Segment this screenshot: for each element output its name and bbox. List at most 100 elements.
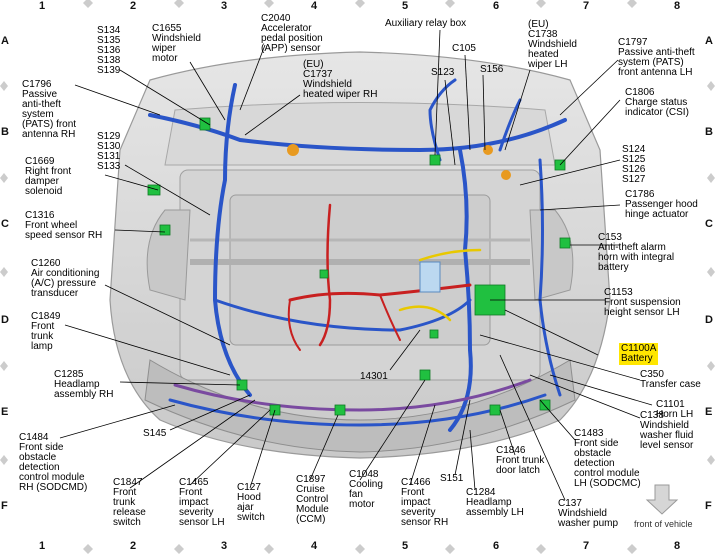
callout-c138: C138 Windshield washer fluid level senso… — [640, 410, 694, 451]
grid-column-3-bottom: 3 — [221, 540, 228, 552]
grid-column-2-bottom: 2 — [130, 540, 137, 552]
front-arrow-icon — [645, 484, 679, 515]
orange-parts — [287, 144, 511, 180]
grid-row-D-right: D — [705, 314, 713, 326]
grid-row-F-right: F — [705, 500, 712, 512]
grid-column-2-top: 2 — [130, 0, 137, 12]
grid-column-6-bottom: 6 — [493, 540, 500, 552]
callout-s129: S129 S130 S131 S133 — [97, 131, 121, 172]
grid-tick — [0, 267, 8, 277]
callout-c127: C127 Hood ajar switch — [237, 482, 265, 523]
grid-row-A-right: A — [705, 35, 713, 47]
callout-s156: S156 — [480, 64, 504, 75]
grid-tick — [707, 267, 715, 277]
grid-column-8-top: 8 — [674, 0, 681, 12]
grid-row-C-right: C — [705, 218, 713, 230]
grid-column-1-bottom: 1 — [39, 540, 46, 552]
callout-c153: C153 Anti-theft alarm horn with integral… — [598, 232, 675, 273]
callout-c350: C350 Transfer case — [640, 369, 701, 390]
callout-c1846: C1846 Front trunk door latch — [496, 445, 545, 476]
callout-c1153: C1153 Front suspension height sensor LH — [604, 287, 681, 318]
grid-column-5-bottom: 5 — [402, 540, 409, 552]
grid-column-7-bottom: 7 — [583, 540, 590, 552]
callout-c105: C105 — [452, 43, 476, 54]
callout-c1797: C1797 Passive anti-theft system (PATS) f… — [618, 37, 695, 78]
grid-tick — [0, 173, 8, 183]
grid-tick — [536, 544, 546, 554]
grid-row-C-left: C — [1, 218, 9, 230]
grid-tick — [707, 173, 715, 183]
callout-s134: S134 S135 S136 S138 S139 — [97, 25, 121, 76]
relay-box — [419, 261, 441, 293]
grid-row-D-left: D — [1, 314, 9, 326]
callout-c1484: C1484 Front side obstacle detection cont… — [19, 432, 88, 493]
grid-row-E-left: E — [1, 406, 9, 418]
grid-column-8-bottom: 8 — [674, 540, 681, 552]
grid-tick — [83, 544, 93, 554]
grid-tick — [707, 455, 715, 465]
grid-tick — [445, 544, 455, 554]
grid-tick — [355, 544, 365, 554]
grid-row-E-right: E — [705, 406, 713, 418]
callout-s145: S145 — [143, 428, 167, 439]
grid-column-1-top: 1 — [39, 0, 46, 12]
callout-c1466: C1466 Front impact severity sensor RH — [401, 477, 449, 528]
grid-row-F-left: F — [1, 500, 8, 512]
grid-column-6-top: 6 — [493, 0, 500, 12]
callout-c1737: (EU) C1737 Windshield heated wiper RH — [303, 59, 378, 100]
grid-column-5-top: 5 — [402, 0, 409, 12]
callout-c1806: C1806 Charge status indicator (CSI) — [625, 87, 689, 118]
callout-c137: C137 Windshield washer pump — [558, 498, 619, 529]
callout-c1465: C1465 Front impact severity sensor LH — [179, 477, 225, 528]
callout-s123: S123 — [431, 67, 455, 78]
callout-c2040: C2040 Accelerator pedal position (APP) s… — [261, 13, 323, 54]
grid-row-B-right: B — [705, 126, 713, 138]
grid-tick — [264, 0, 274, 8]
grid-tick — [174, 0, 184, 8]
grid-tick — [707, 81, 715, 91]
callout-c1796: C1796 Passive anti-theft system (PATS) f… — [22, 79, 77, 140]
grid-column-4-top: 4 — [311, 0, 318, 12]
grid-row-B-left: B — [1, 126, 9, 138]
grid-tick — [445, 0, 455, 8]
callout-c1284: C1284 Headlamp assembly LH — [466, 487, 524, 518]
grid-row-A-left: A — [1, 35, 9, 47]
callout-aux: Auxiliary relay box — [385, 18, 467, 29]
grid-tick — [0, 81, 8, 91]
callout-s14301: 14301 — [360, 371, 388, 382]
callout-c1285: C1285 Headlamp assembly RH — [54, 369, 114, 400]
callout-c1483: C1483 Front side obstacle detection cont… — [574, 428, 641, 489]
grid-tick — [627, 0, 637, 8]
callout-c1101: C1101 Horn LH — [656, 399, 694, 420]
callout-c1847: C1847 Front trunk release switch — [113, 477, 146, 528]
callout-c1897: C1897 Cruise Control Module (CCM) — [296, 474, 329, 525]
callout-c1100a: C1100A Battery — [619, 343, 659, 365]
callout-c1669: C1669 Right front damper solenoid — [25, 156, 72, 197]
grid-tick — [536, 0, 546, 8]
grid-tick — [174, 544, 184, 554]
callout-s124: S124 S125 S126 S127 — [622, 144, 646, 185]
callout-c1738: (EU) C1738 Windshield heated wiper LH — [528, 19, 577, 70]
callout-s151: S151 — [440, 473, 464, 484]
callout-c1655: C1655 Windshield wiper motor — [152, 23, 201, 64]
front-of-vehicle-label: front of vehicle — [634, 519, 693, 529]
grid-column-4-bottom: 4 — [311, 540, 318, 552]
leader-lines — [59, 29, 653, 501]
grid-tick — [355, 0, 365, 8]
callout-c1786: C1786 Passenger hood hinge actuator — [625, 189, 698, 220]
callout-c1260: C1260 Air conditioning (A/C) pressure tr… — [31, 258, 100, 299]
grid-column-3-top: 3 — [221, 0, 228, 12]
grid-tick — [264, 544, 274, 554]
grid-column-7-top: 7 — [583, 0, 590, 12]
grid-tick — [0, 361, 8, 371]
grid-tick — [627, 544, 637, 554]
grid-tick — [0, 455, 8, 465]
grid-tick — [707, 361, 715, 371]
callout-c1048: C1048 Cooling fan motor — [349, 469, 383, 510]
grid-tick — [83, 0, 93, 8]
callout-c1849: C1849 Front trunk lamp — [31, 311, 61, 352]
callout-c1316: C1316 Front wheel speed sensor RH — [25, 210, 103, 241]
